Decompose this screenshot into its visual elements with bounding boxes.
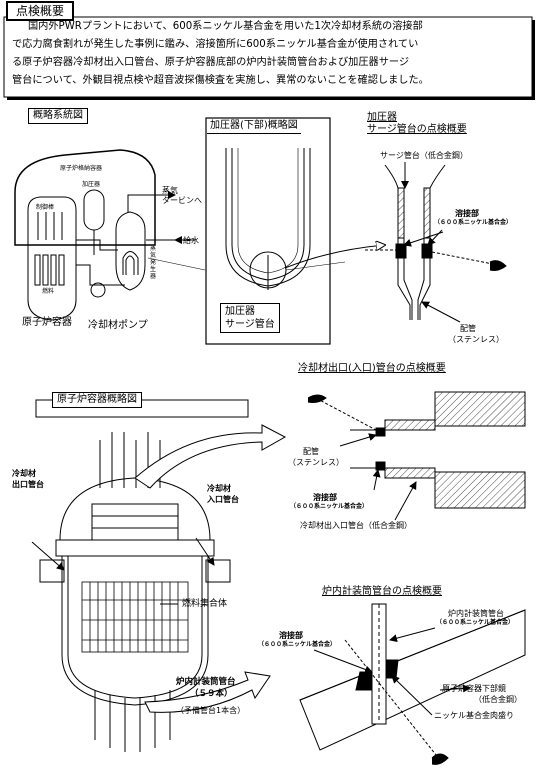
outlet-label-1: 冷却材: [12, 469, 36, 478]
icm-pointer-arrow: [144, 671, 271, 713]
reactor-vessel-label: 原子炉容器: [22, 317, 72, 328]
fuel-label: 燃料: [42, 288, 55, 295]
nozzle-detail-drawing: [307, 391, 526, 521]
summary-line-2: で応力腐食割れが発生した事例に鑑み、溶接箇所に600系ニッケル基合金が使用されて…: [12, 39, 419, 50]
summary-line-3: る原子炉容器冷却材出入口管台、原子炉容器底部の炉内計装筒管台および加圧器サージ: [12, 57, 410, 68]
surge-nozzle-label: サージ管台（低合金鋼）: [380, 151, 468, 160]
turbine-label: タービンへ: [162, 196, 202, 205]
steam-label: 蒸気: [162, 186, 178, 195]
icm-tube-material: （６００系ニッケル基合金）: [436, 619, 515, 626]
control-rod-label: 制御棒: [36, 204, 55, 211]
fuel-assembly-drawing: [81, 581, 189, 653]
summary-line-1: 国内外PWRプラントにおいて、600系ニッケル基合金を用いた1次冷却材系統の溶接…: [28, 21, 423, 32]
rv-vessel-drawing: [35, 399, 249, 706]
icm-label-2: （５９本）: [190, 689, 233, 699]
icm-mirror-label-1: 原子炉容器下部鏡: [442, 684, 506, 693]
surge-weld-material: （６００系ニッケル基合金）: [434, 219, 513, 226]
surge-title-2: サージ管台の点検概要: [367, 124, 467, 135]
icm-weld-material: （６００系ニッケル基合金）: [258, 641, 337, 648]
outlet-pointer-arrow: [134, 424, 287, 489]
icm-label-1: 炉内計装筒管台: [176, 677, 236, 687]
containment-label: 原子炉格納容器: [60, 165, 103, 172]
icm-tubes-drawing: [31, 537, 215, 752]
pressurizer-label: 加圧器: [82, 181, 101, 188]
nozzle-weld-material: （６００系ニッケル基合金）: [290, 503, 369, 510]
summary-line-4: 管台について、外観目視点検や超音波探傷検査を実施し、異常のないことを確認しました…: [12, 75, 429, 86]
surge-title-1: 加圧器: [367, 112, 397, 123]
pressurizer-bottom-drawing: [205, 117, 346, 345]
inlet-label-1: 冷却材: [207, 484, 231, 493]
rv-overview-title: 原子炉容器概略図: [52, 392, 142, 408]
pressurizer-bottom-title: 加圧器(下部)概略図: [207, 119, 301, 134]
icm-label-3: （予備管台1本含）: [176, 706, 246, 715]
coolant-pump-label: 冷却材ポンプ: [88, 320, 148, 331]
surge-weld-label: 溶接部: [455, 209, 479, 218]
surge-nozzle-drawing: [365, 162, 507, 323]
nozzle-pipe-label-1: 配管: [303, 447, 319, 456]
icm-buttering-label: ニッケル基合金肉盛り: [434, 711, 514, 720]
nozzle-weld-label: 溶接部: [313, 493, 337, 502]
surge-callout-line-2: サージ管台: [225, 319, 275, 330]
inlet-label-2: 入口管台: [207, 495, 239, 504]
pressurizer-pointer-arrow: [284, 245, 385, 269]
icm-title: 炉内計装筒管台の点検概要: [322, 586, 442, 597]
icm-weld-label: 溶接部: [279, 631, 303, 640]
system-diagram: [14, 149, 206, 321]
surge-nozzle-callout: 加圧器 サージ管台: [220, 303, 280, 333]
system-title: 概略系統図: [28, 108, 88, 124]
icm-tube-label: 炉内計装筒管台: [448, 609, 504, 618]
steam-generator-label: 蒸気発生器: [150, 245, 157, 280]
feedwater-label: 給水: [183, 236, 199, 245]
surge-pipe-label-1: 配管: [460, 324, 476, 333]
summary-shadow: [532, 20, 535, 100]
surge-callout-line-1: 加圧器: [225, 306, 255, 317]
header-title: 点検概要: [6, 1, 75, 21]
outlet-label-2: 出口管台: [12, 480, 44, 489]
icm-mirror-label-2: （低合金鋼）: [474, 695, 522, 704]
surge-pipe-label-2: （ステンレス）: [448, 335, 504, 344]
nozzle-pipe-label-2: （ステンレス）: [288, 458, 344, 467]
icm-detail-drawing: [299, 603, 526, 765]
fuel-assembly-label: 燃料集合体: [182, 599, 228, 609]
nozzle-title: 冷却材出口(入口)管台の点検概要: [298, 363, 446, 374]
nozzle-material-label: 冷却材出入口管台（低合金鋼）: [300, 521, 412, 530]
